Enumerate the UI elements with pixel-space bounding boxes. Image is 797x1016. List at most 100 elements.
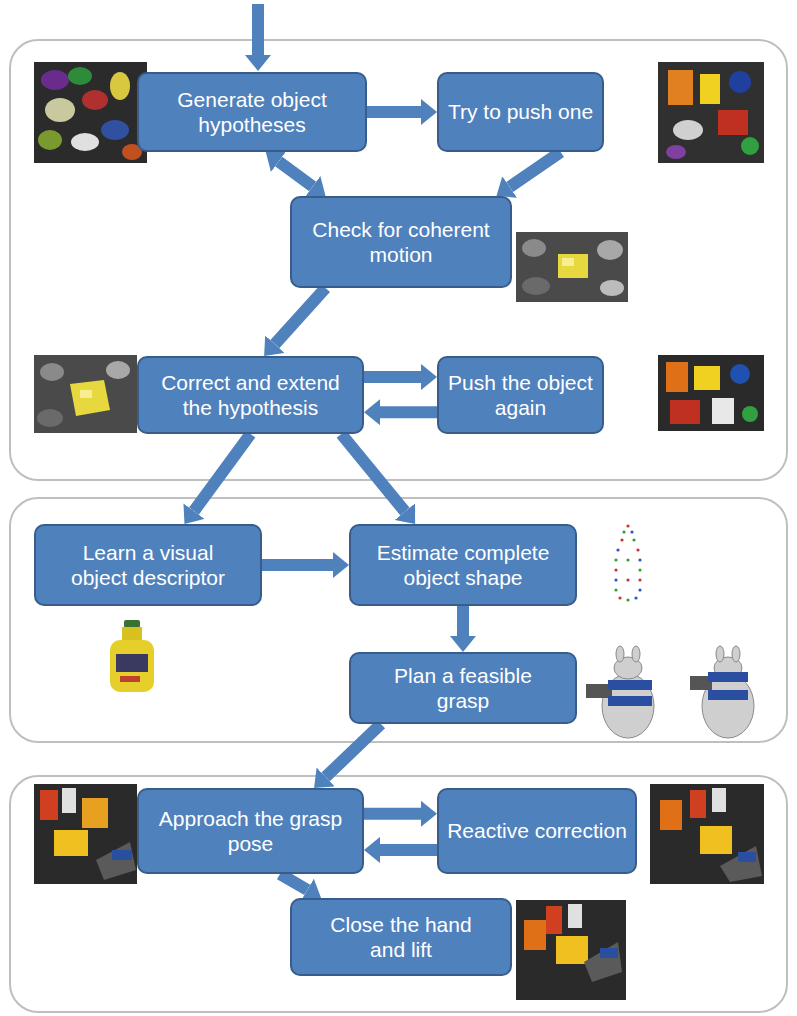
flow-arrow	[326, 724, 381, 777]
point-cloud-part	[626, 524, 629, 527]
robot-photo-part	[112, 850, 132, 860]
grasp-figure-part	[708, 690, 748, 700]
point-cloud-part	[634, 596, 637, 599]
motion-photo-part	[34, 355, 137, 433]
motion-photo-part	[522, 239, 546, 257]
point-cloud-part	[626, 558, 629, 561]
robot-photo-part	[546, 906, 562, 934]
flow-arrow	[341, 434, 405, 512]
grasp-figure-part	[708, 672, 748, 682]
object-thumbnail-part	[116, 654, 148, 672]
flow-arrow	[457, 606, 469, 636]
panel-frame-part	[10, 40, 787, 480]
motion-photo	[516, 232, 628, 302]
robot-photo-part	[556, 936, 588, 964]
robot-photo-part	[62, 788, 76, 813]
grasp-figure	[586, 646, 654, 738]
clutter-photo-part	[670, 400, 700, 424]
robot-photo-part	[600, 948, 618, 958]
clutter-photo-part	[82, 90, 108, 110]
box-label: Check for coherent motion	[304, 217, 498, 267]
point-cloud-part	[638, 588, 641, 591]
robot-photo-part	[650, 784, 764, 884]
point-cloud-part	[618, 596, 621, 599]
robot-photo-part	[690, 790, 706, 818]
flow-arrow	[510, 152, 561, 187]
robot-photo-part	[82, 798, 108, 828]
robot-photo-part	[524, 920, 546, 950]
robot-photo	[650, 784, 764, 884]
grasp-figure-part	[716, 646, 724, 662]
point-cloud-part	[614, 568, 617, 571]
clutter-photo-part	[666, 145, 686, 159]
panel-frame	[10, 40, 787, 1012]
flow-arrow	[279, 161, 313, 186]
clutter-photo-part	[741, 137, 759, 155]
clutter-photo-part	[45, 98, 75, 122]
process-box: Push the object again	[437, 356, 604, 434]
flow-arrow	[380, 406, 437, 418]
grasp-figure-part	[732, 646, 740, 662]
box-label: Correct and extend the hypothesis	[151, 370, 350, 420]
clutter-photo-part	[41, 70, 69, 90]
clutter-photo	[34, 62, 147, 163]
clutter-photo-part	[673, 120, 703, 140]
point-cloud-part	[638, 568, 641, 571]
robot-photo-part	[54, 830, 88, 856]
box-label: Reactive correction	[447, 818, 627, 843]
clutter-photo-part	[71, 133, 99, 151]
process-box: Reactive correction	[437, 788, 637, 874]
point-cloud-part	[614, 558, 617, 561]
flow-arrow	[367, 106, 421, 118]
point-cloud-part	[626, 598, 629, 601]
point-cloud-part	[614, 578, 617, 581]
motion-photo-part	[597, 240, 623, 260]
box-label: Estimate complete object shape	[365, 540, 561, 590]
point-cloud	[614, 524, 641, 601]
flow-arrow	[380, 844, 437, 856]
point-cloud-part	[638, 578, 641, 581]
grasp-figure-part	[616, 646, 624, 662]
process-box: Check for coherent motion	[290, 196, 512, 288]
clutter-photo-part	[38, 130, 62, 150]
robot-photo	[516, 900, 626, 1000]
motion-photo-part	[106, 361, 130, 379]
flow-arrow	[364, 371, 421, 383]
clutter-photo-part	[694, 366, 720, 390]
flow-arrow	[194, 434, 251, 511]
point-cloud-part	[632, 538, 635, 541]
point-cloud-part	[636, 548, 639, 551]
clutter-photo-part	[68, 67, 92, 85]
clutter-photo-part	[658, 62, 764, 163]
panel-frame-part	[10, 776, 787, 1012]
robot-photo-part	[96, 842, 136, 880]
process-box: Close the hand and lift	[290, 898, 512, 976]
process-box: Learn a visual object descriptor	[34, 524, 262, 606]
panel-frame-part	[10, 498, 787, 742]
process-box: Estimate complete object shape	[349, 524, 577, 606]
entry-arrow	[245, 4, 271, 71]
box-label: Close the hand and lift	[314, 912, 488, 962]
clutter-photo-part	[34, 62, 147, 163]
robot-photo-part	[700, 826, 732, 854]
process-box: Try to push one	[437, 72, 604, 152]
clutter-photo-part	[668, 70, 693, 105]
motion-photo-part	[40, 363, 64, 381]
robot-photo-part	[516, 900, 626, 1000]
flow-arrow	[280, 874, 307, 890]
box-label: Try to push one	[448, 99, 593, 124]
object-thumbnail-part	[120, 676, 140, 682]
robot-photo-part	[720, 846, 762, 882]
clutter-photo-part	[658, 355, 764, 431]
robot-photo-part	[568, 904, 582, 928]
flow-arrow	[262, 559, 333, 571]
motion-photo-part	[558, 254, 588, 278]
motion-photo-part	[522, 277, 550, 295]
motion-photo-part	[562, 258, 574, 266]
robot-photo-part	[40, 790, 58, 820]
grasp-figure-part	[608, 680, 652, 690]
entry-arrow-part	[245, 55, 271, 71]
box-label: Approach the grasp pose	[145, 806, 356, 856]
